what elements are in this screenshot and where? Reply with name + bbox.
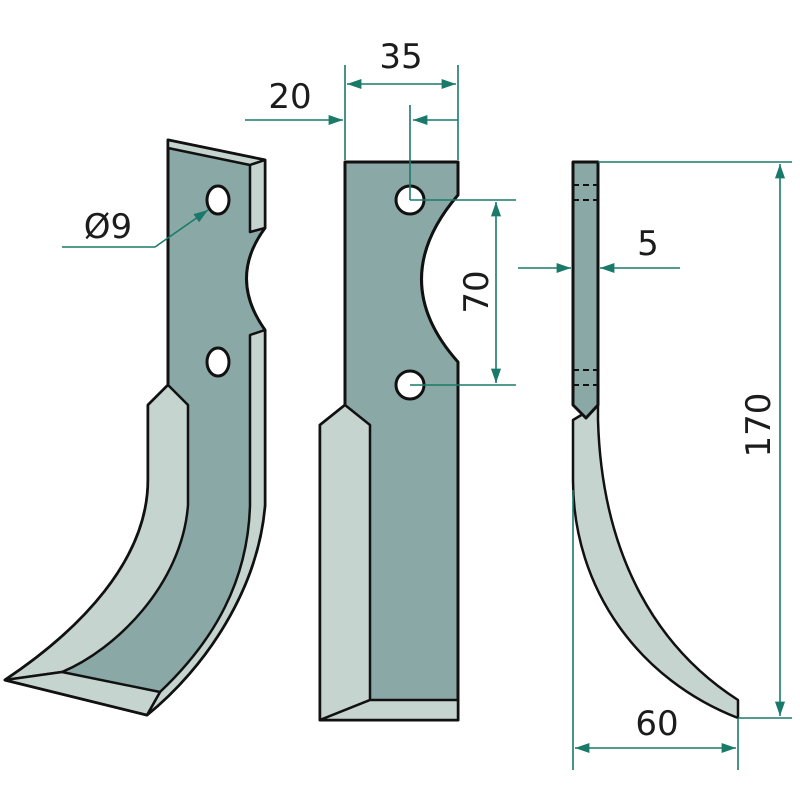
blade-perspective-view bbox=[3, 138, 267, 717]
dimension-lines bbox=[62, 65, 792, 770]
offset-label: 20 bbox=[268, 77, 311, 117]
blade-side-view bbox=[571, 160, 740, 720]
hole-spacing-label: 70 bbox=[457, 270, 497, 313]
mounting-hole-icon bbox=[205, 346, 231, 378]
blade-front-view bbox=[318, 160, 460, 722]
hole-diameter-label: Ø9 bbox=[84, 207, 132, 247]
width-label: 35 bbox=[379, 37, 422, 77]
height-label: 170 bbox=[739, 393, 779, 458]
thickness-label: 5 bbox=[637, 224, 659, 264]
bend-offset-label: 60 bbox=[635, 704, 678, 744]
mounting-hole-icon bbox=[205, 184, 231, 216]
